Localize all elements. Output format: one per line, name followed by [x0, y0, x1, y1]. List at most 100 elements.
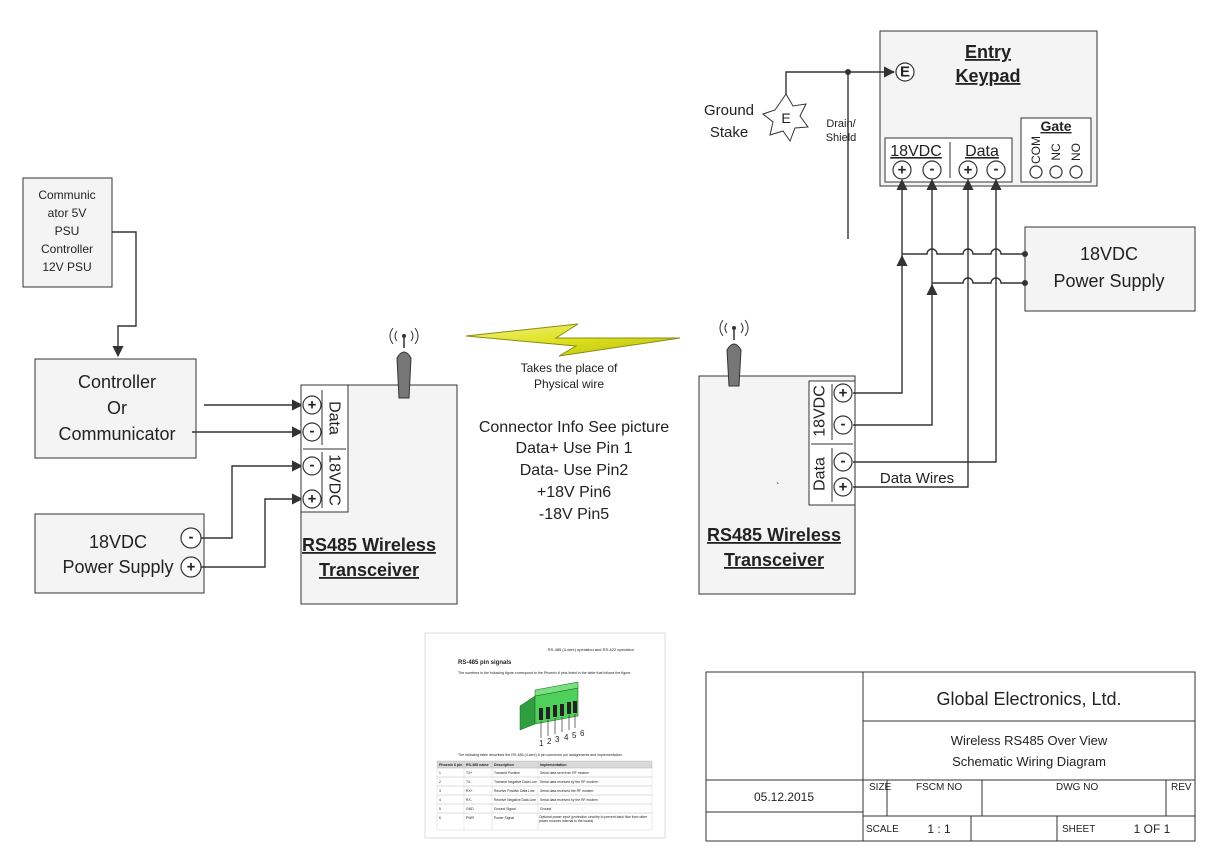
doc-table-cell: RX+: [466, 789, 473, 793]
wireless-link-icon: [465, 323, 681, 357]
doc-table-cell: 5: [439, 807, 441, 811]
gate-label: Gate: [1040, 118, 1071, 134]
doc-table-cell: GND: [466, 807, 474, 811]
psu-right-box: 18VDC Power Supply: [1024, 226, 1196, 312]
doc-pin-number: 4: [564, 733, 569, 742]
connector-info-line: +18V Pin6: [537, 484, 611, 501]
right-transceiver-power-label: 18VDC: [812, 385, 829, 437]
ground-stake-icon: [761, 93, 809, 143]
right-transceiver-data-label: Data: [812, 457, 829, 491]
doc-pin-number: 5: [572, 731, 577, 740]
terminal-sign: +: [308, 491, 317, 508]
keypad-ground-terminal: [895, 62, 915, 82]
title-block: [705, 671, 1196, 842]
drain-shield-label: Shield: [826, 132, 857, 144]
right-data-minus-terminal: [833, 452, 853, 472]
controller-line: Communicator: [58, 424, 175, 444]
title-block-dwg-label: DWG NO: [1056, 782, 1098, 793]
doc-table-cell: Serial data sent from RF modem: [540, 771, 589, 775]
wireless-note: Physical wire: [534, 377, 604, 391]
doc-table-header: Phoenix 6 pin: [439, 763, 462, 767]
title-block-sheet-value: 1 OF 1: [1134, 822, 1171, 836]
terminal-sign: -: [189, 529, 194, 546]
gate-terminal-label: NC: [1049, 143, 1063, 161]
right-transceiver-mark: `: [776, 481, 779, 493]
data-wires-label: Data Wires: [880, 470, 954, 487]
keypad-power-label: 18VDC: [890, 143, 942, 160]
doc-table-cell: 3: [439, 789, 441, 793]
right-transceiver-title: Transceiver: [724, 550, 824, 570]
wireless-note: Takes the place of: [521, 361, 618, 375]
doc-table-cell: Receive Negative Data Line: [494, 798, 536, 802]
keypad-title: Keypad: [955, 66, 1020, 86]
connector-info-line: -18V Pin5: [539, 506, 609, 523]
gate-nc-terminal: [1049, 165, 1063, 179]
terminal-sign: -: [310, 457, 315, 474]
connector-info-line: Data+ Use Pin 1: [516, 440, 633, 457]
left-antenna-icon: [389, 327, 419, 399]
doc-table-header: Description: [494, 763, 514, 767]
right-transceiver: 18VDC Data + - - + ` RS485 Wireless Tran…: [698, 375, 856, 595]
gate-com-terminal: [1029, 165, 1043, 179]
title-block-fscm-label: FSCM NO: [916, 782, 962, 793]
doc-table-cell: Ground: [540, 807, 551, 811]
psu-small-line: 12V PSU: [42, 260, 91, 274]
keypad-data-label: Data: [965, 143, 999, 160]
keypad-title: Entry: [965, 42, 1011, 62]
doc-table-cell: Power Signal: [494, 816, 514, 820]
title-block-title: Wireless RS485 Over View: [951, 733, 1108, 748]
ground-stake-label: Stake: [710, 124, 748, 141]
doc-table-cell: 4: [439, 798, 441, 802]
left-data-plus-terminal: [302, 395, 322, 415]
psu-to-controller-wire: [112, 231, 137, 358]
right-wiring: [853, 178, 1028, 488]
right-transceiver-title: RS485 Wireless: [707, 525, 841, 545]
right-antenna-icon: [719, 319, 749, 387]
title-block-size-label: SIZE: [869, 782, 892, 793]
left-transceiver-data-label: Data: [326, 401, 343, 435]
ground-stake-label: Ground: [704, 102, 754, 119]
title-block-rev-label: REV: [1171, 782, 1192, 793]
ground-drain-wire: [785, 66, 896, 95]
doc-table-cell: Serial data received the RF modem: [540, 789, 594, 793]
terminal-sign: -: [930, 161, 935, 178]
left-power-minus-terminal: [302, 456, 322, 476]
left-power-plus-terminal: [302, 489, 322, 509]
terminal-sign: -: [841, 416, 846, 433]
psu-left-line: 18VDC: [89, 532, 147, 552]
psu-small-line: Communic: [38, 188, 95, 202]
controller-line: Or: [107, 398, 127, 418]
psu-right-line: 18VDC: [1080, 244, 1138, 264]
psu-left-minus-wire: [201, 460, 304, 539]
phoenix-connector-icon: [519, 681, 579, 738]
doc-table-cell: RX-: [466, 798, 472, 802]
doc-table-cell: Receive Positive Data Line: [494, 789, 535, 793]
doc-table-cell: Ground Signal: [494, 807, 516, 811]
right-data-plus-terminal: [833, 477, 853, 497]
doc-table-cell: 1: [439, 771, 441, 775]
left-transceiver-title: RS485 Wireless: [302, 535, 436, 555]
terminal-sign: E: [900, 64, 910, 81]
connector-info-line: Connector Info See picture: [479, 419, 669, 436]
left-transceiver-title: Transceiver: [319, 560, 419, 580]
controller-line: Controller: [78, 372, 156, 392]
doc-table-cell: Optional power input (protection circuit…: [539, 815, 648, 823]
psu-left-plus-wire: [201, 493, 304, 568]
controller-box: Controller Or Communicator: [34, 358, 197, 459]
psu-left-box: 18VDC Power Supply - +: [34, 513, 205, 594]
psu-left-line: Power Supply: [62, 557, 173, 577]
doc-table-cell: TX+: [466, 771, 472, 775]
left-data-minus-terminal: [302, 422, 322, 442]
terminal-sign: +: [898, 162, 907, 179]
doc-table-cell: Serial data received by the RF modem: [540, 798, 598, 802]
entry-keypad: Entry Keypad E 18VDC Data + - + - Gate C…: [879, 30, 1098, 187]
gate-terminal-label: COM: [1029, 136, 1043, 164]
terminal-sign: -: [994, 161, 999, 178]
doc-pin-number: 2: [547, 737, 552, 746]
left-transceiver-power-label: 18VDC: [326, 454, 343, 506]
gate-no-terminal: [1069, 165, 1083, 179]
doc-table-cell: PWR: [466, 816, 474, 820]
title-block-scale-label: SCALE: [866, 824, 899, 835]
ground-stake-symbol: E: [781, 110, 790, 126]
doc-title: RS-485 pin signals: [458, 660, 512, 666]
